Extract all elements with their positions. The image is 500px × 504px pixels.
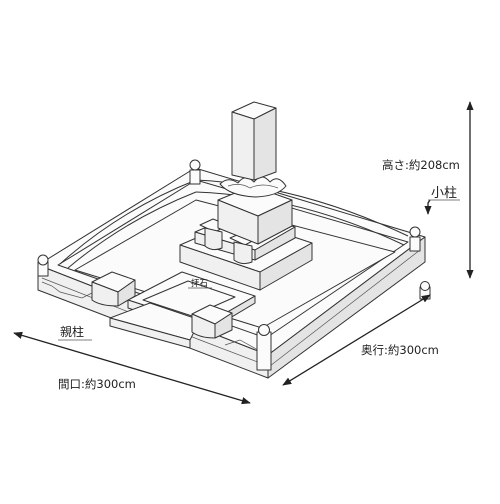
depth-label: 奥行:約300cm [361,343,439,357]
back-left-rail-inner [67,191,197,269]
tier2-side [254,226,296,261]
vase-left [91,271,136,307]
burner-right-body [233,241,253,265]
back-right-rail-inner [195,191,405,246]
post-left-ball [37,254,49,266]
post-back-ball [189,159,201,171]
post-front-main [256,324,272,371]
post-back [189,159,201,185]
back-left-rail [59,179,197,265]
back-right-rail [195,179,409,237]
burner-left-body [204,227,223,251]
main-stone-side [253,107,277,181]
main-pillar-label: 親柱 [60,324,84,339]
monument [179,101,313,291]
tier1-side [257,199,293,245]
depth-dimension [282,294,431,386]
height-label: 高さ:約208cm [382,158,460,172]
width-label: 間口:約300cm [58,377,136,391]
post-front-ball [258,324,270,336]
post-left [37,254,49,277]
post-right-ball [409,226,421,238]
step-top [142,280,236,317]
main-stone-front [231,111,255,181]
front-wave-left [41,281,99,299]
small-pillar-leader [424,199,432,215]
small-pillar-label: 小柱 [431,186,457,201]
corner-posts [37,159,431,371]
kneeling-stone-label: 拝石 [191,278,208,289]
post-front-right-ball [420,281,430,291]
tier3-side [259,242,313,291]
vase-left-side [117,279,136,307]
post-right [409,226,421,252]
width-dimension [13,331,251,405]
lotus-carving-detail [227,184,279,189]
